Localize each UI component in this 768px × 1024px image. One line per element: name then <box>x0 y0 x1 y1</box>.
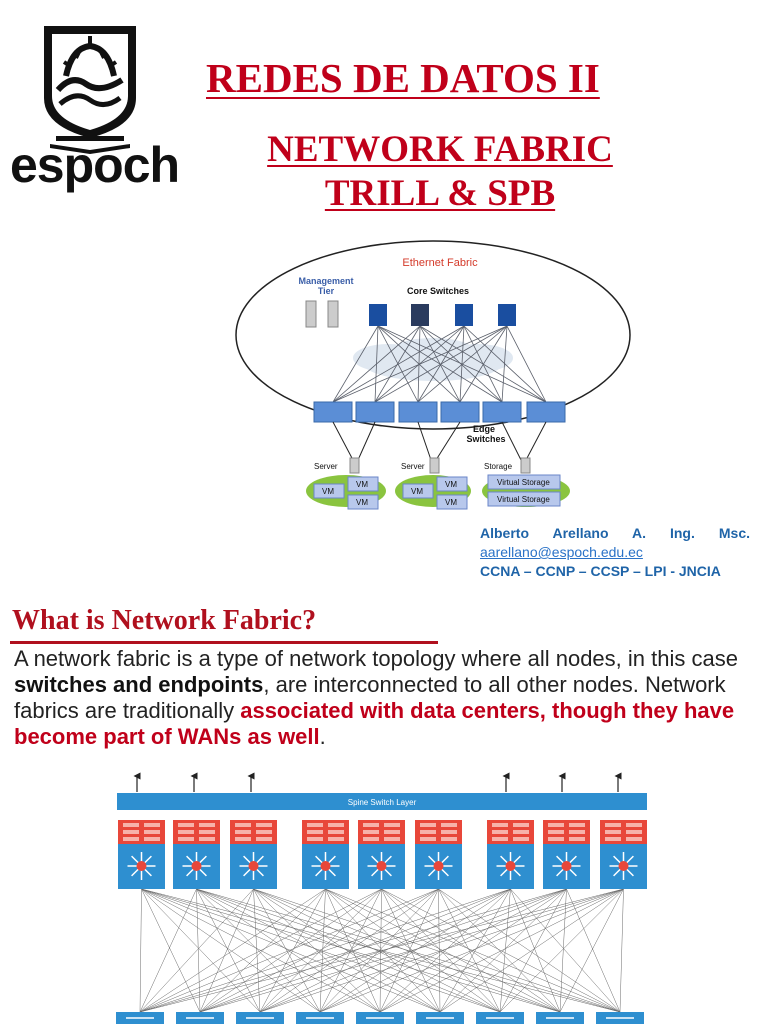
section-paragraph: A network fabric is a type of network to… <box>14 646 754 750</box>
vm-label: VM <box>445 498 457 507</box>
spine-switch-icon <box>600 820 647 889</box>
shield-emblem-icon <box>44 26 136 141</box>
para-bold-text: switches and endpoints <box>14 672 264 697</box>
spine-switch-icon <box>173 820 220 889</box>
spine-layer-bar <box>117 793 647 810</box>
spine-switch-icon <box>358 820 405 889</box>
vm-box <box>313 483 345 499</box>
leaf-switch-icon <box>176 1012 224 1024</box>
topic-title: NETWORK FABRIC TRILL & SPB <box>205 128 675 216</box>
leaf-switch-icon <box>536 1012 584 1024</box>
leaf-switch-icon <box>116 1012 164 1024</box>
section-title-underline <box>10 641 438 644</box>
vm-box <box>347 494 379 510</box>
author-certifications: CCNA – CCNP – CCSP – LPI - JNCIA <box>480 563 721 579</box>
logo-wordmark: espoch <box>10 137 180 193</box>
book-icon <box>50 144 130 154</box>
edge-switches-label: Switches <box>466 434 505 444</box>
leaf-switch-icon <box>476 1012 524 1024</box>
vm-label: VM <box>356 498 368 507</box>
server-tower-icon <box>349 457 531 474</box>
mesh-links <box>139 888 624 1013</box>
para-text-3: . <box>319 724 326 749</box>
topic-title-line1: NETWORK FABRIC <box>267 129 613 170</box>
edge-links <box>332 421 547 461</box>
vm-label: VM <box>322 487 334 496</box>
cloud-icon <box>353 338 513 381</box>
author-name: Alberto Arellano A. Ing. Msc. <box>480 525 750 541</box>
leaf-switch-icon <box>236 1012 284 1024</box>
vm-box <box>347 476 379 492</box>
storage-label: Storage <box>484 462 513 471</box>
fabric-links <box>332 325 547 403</box>
section-title: What is Network Fabric? <box>12 605 317 636</box>
para-text-2: , are interconnected to all other nodes.… <box>14 672 726 723</box>
para-highlight-text: associated with data centers, though the… <box>14 698 735 749</box>
course-title: REDES DE DATOS II <box>206 55 600 101</box>
edge-switch-icon <box>313 401 566 423</box>
management-server-icon <box>305 300 339 328</box>
topic-title-line2: TRILL & SPB <box>324 173 556 214</box>
ethernet-fabric-diagram: Ethernet Fabric Management Tier Core Swi… <box>235 240 631 510</box>
spine-leaf-diagram: Spine Switch Layer <box>116 772 647 1024</box>
leaf-switch-icon <box>356 1012 404 1024</box>
virtual-storage-label: Virtual Storage <box>497 478 550 487</box>
server-label-2: Server <box>401 462 425 471</box>
spine-switches <box>118 820 647 889</box>
author-email-link[interactable]: aarellano@espoch.edu.ec <box>480 544 643 560</box>
leaf-switch-icon <box>596 1012 644 1024</box>
vm-label: VM <box>411 487 423 496</box>
spine-switch-icon <box>230 820 277 889</box>
espoch-logo <box>10 18 170 198</box>
vm-box <box>402 483 434 499</box>
management-label: Management <box>298 276 353 286</box>
core-switch-icon <box>369 304 516 326</box>
vm-box <box>436 476 468 492</box>
uplink-arrow-icon <box>133 772 622 792</box>
virtual-storage-box <box>487 474 561 490</box>
para-text-1: A network fabric is a type of network to… <box>14 646 738 671</box>
server-label-1: Server <box>314 462 338 471</box>
spine-switch-icon <box>543 820 590 889</box>
virtual-storage-label: Virtual Storage <box>497 495 550 504</box>
tier-label: Tier <box>318 286 335 296</box>
fabric-title: Ethernet Fabric <box>402 257 478 269</box>
leaf-switch-icon <box>416 1012 464 1024</box>
leaf-switch-icon <box>296 1012 344 1024</box>
leaf-switches <box>116 1012 644 1024</box>
spine-switch-icon <box>302 820 349 889</box>
vm-label: VM <box>356 480 368 489</box>
core-switches-label: Core Switches <box>407 286 469 296</box>
edge-label: Edge <box>473 424 495 434</box>
vm-label: VM <box>445 480 457 489</box>
spine-layer-label: Spine Switch Layer <box>348 798 417 807</box>
virtual-storage-box <box>487 491 561 507</box>
spine-switch-icon <box>415 820 462 889</box>
spine-switch-icon <box>118 820 165 889</box>
vm-box <box>436 494 468 510</box>
author-block: Alberto Arellano A. Ing. Msc. aarellano@… <box>480 524 750 581</box>
spine-switch-icon <box>487 820 534 889</box>
